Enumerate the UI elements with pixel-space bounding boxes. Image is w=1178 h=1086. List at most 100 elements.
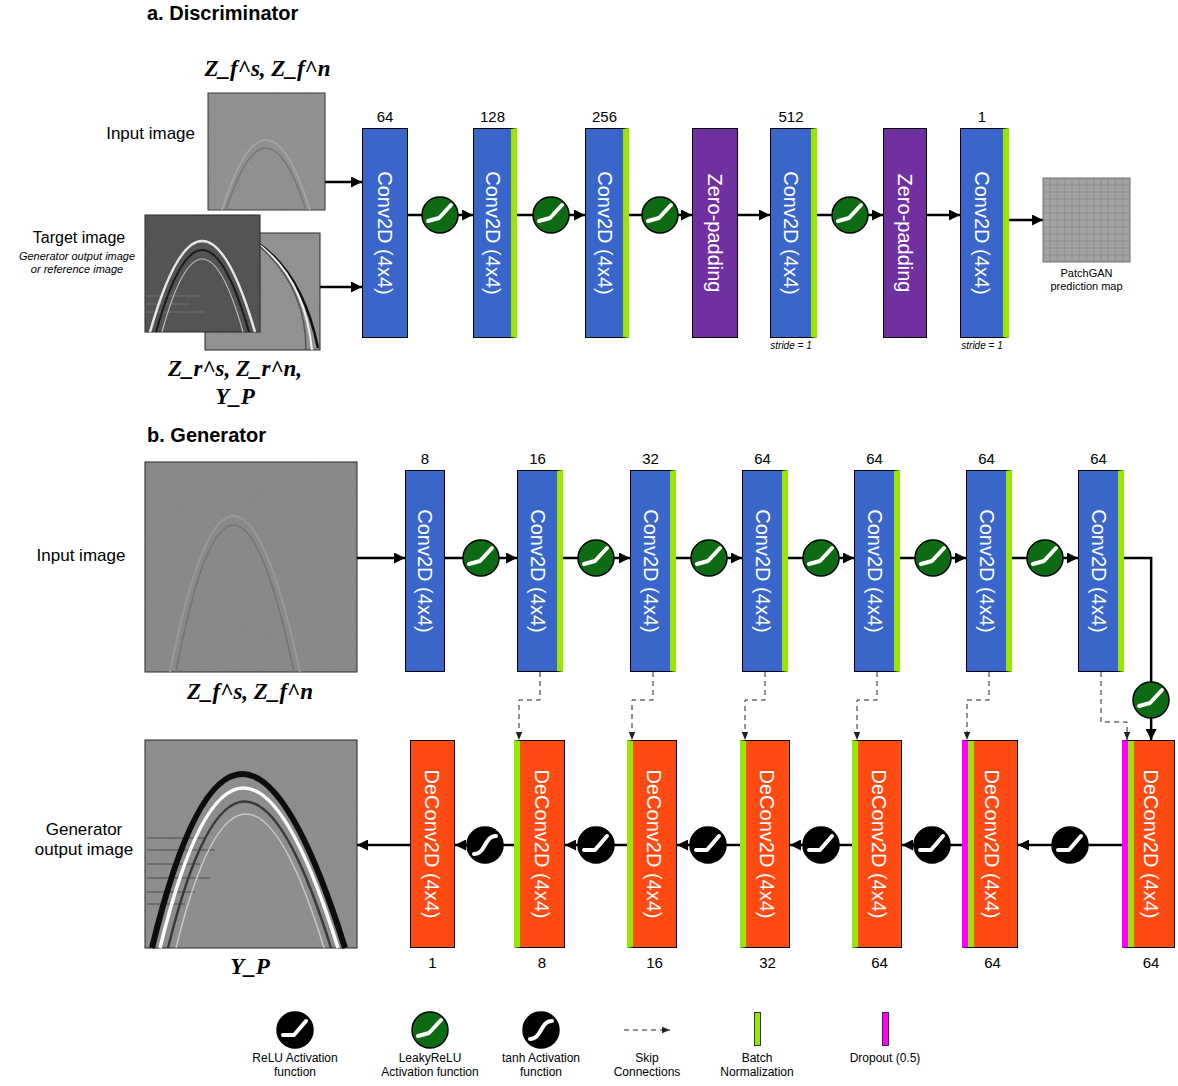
conv-layer-box: 16Conv2D (4x4) [517, 470, 563, 672]
conv-layer-box: 8Conv2D (4x4) [405, 470, 445, 672]
layer-name: Conv2D (4x4) [863, 509, 887, 632]
stride-note: stride = 1 [961, 340, 1002, 352]
relu-symbol [914, 827, 950, 863]
text-slot: stride = 1 [961, 340, 1002, 352]
text-slot: Z_f^s, Z_f^n [160, 678, 340, 706]
leakyrelu-symbol [832, 197, 868, 233]
text-slot: 8 [421, 450, 429, 468]
relu-symbol [690, 827, 726, 863]
text-slot: 512 [778, 108, 803, 126]
layer-name: Conv2D (4x4) [751, 509, 775, 632]
layer-name: Conv2D (4x4) [970, 171, 994, 294]
text-slot: Target image [18, 228, 140, 247]
zero-padding-box: Zero-padding [692, 128, 738, 338]
layer-name: Conv2D (4x4) [593, 171, 617, 294]
text-slot: DeConv2D (4x4) [805, 832, 954, 856]
tanh-symbol [467, 827, 503, 863]
input-image [208, 93, 325, 210]
layer-name: Conv2D (4x4) [526, 509, 550, 632]
patchgan-map [1043, 178, 1130, 262]
conv-layer-box: 128Conv2D (4x4) [473, 128, 517, 338]
channel-count: 16 [529, 450, 546, 468]
reflection-curve [170, 516, 300, 672]
layer-name: Conv2D (4x4) [779, 171, 803, 294]
image-caption: Z_r^s, Z_r^n, Y_P [150, 355, 320, 410]
text-slot: 16 [529, 450, 546, 468]
image-caption: Generator output image or reference imag… [14, 250, 140, 276]
legend-skip-sample [624, 1030, 670, 1031]
text-slot: Input image [70, 124, 195, 144]
text-slot: Conv2D (4x4) [543, 221, 666, 245]
relu-symbol [803, 827, 839, 863]
image-noise [145, 740, 357, 948]
image-noise [208, 93, 325, 210]
text-slot: Zero-padding [656, 221, 775, 245]
channel-count: 64 [984, 954, 1001, 972]
legend-leakyrelu-sample [412, 1012, 448, 1048]
text-slot: Conv2D (4x4) [476, 559, 599, 583]
legend-swatch [754, 1012, 761, 1046]
layer-name: Zero-padding [893, 174, 917, 293]
text-slot: Input image [22, 546, 140, 566]
text-slot: PatchGAN prediction map [1036, 267, 1137, 293]
text-slot: 16 [646, 954, 663, 972]
conv-layer-box: 32Conv2D (4x4) [630, 470, 676, 672]
text-slot: Conv2D (4x4) [589, 559, 712, 583]
section-heading: a. Discriminator [147, 2, 298, 25]
stride-note: stride = 1 [770, 340, 811, 352]
text-slot: Conv2D (4x4) [431, 221, 554, 245]
data-flow-arrow [1009, 219, 1043, 222]
image-caption: PatchGAN prediction map [1036, 267, 1137, 293]
deconv-layer-box: DeConv2D (4x4)64 [852, 740, 902, 948]
leakyrelu-symbol [642, 197, 678, 233]
text-slot: Conv2D (4x4) [701, 559, 824, 583]
reflection-curve [162, 259, 243, 332]
text-slot: 64 [1143, 954, 1160, 972]
image-caption: Y_P [190, 953, 310, 981]
channel-count: 64 [1143, 954, 1160, 972]
text-slot: DeConv2D (4x4) [1077, 832, 1178, 856]
text-slot: 64 [1090, 450, 1107, 468]
text-slot: 128 [480, 108, 505, 126]
reflection-curve [176, 814, 324, 948]
channel-count: 64 [978, 450, 995, 468]
layer-name: Conv2D (4x4) [373, 171, 397, 294]
text-slot: Conv2D (4x4) [920, 221, 1043, 245]
relu-symbol [1052, 827, 1088, 863]
channel-count: 8 [421, 450, 429, 468]
text-slot: Conv2D (4x4) [1037, 559, 1160, 583]
channel-count: 32 [759, 954, 776, 972]
image-caption: Input image [70, 124, 195, 144]
image-panel: Input imageZ_f^s, Z_f^n [145, 462, 357, 672]
channel-count: 64 [1090, 450, 1107, 468]
layer-name: Conv2D (4x4) [975, 509, 999, 632]
text-slot: 64 [377, 108, 394, 126]
data-flow-arrow [357, 844, 410, 847]
conv-layer-box: 64Conv2D (4x4) [966, 470, 1012, 672]
text-slot: DeConv2D (4x4) [580, 832, 729, 856]
legend-item: tanh Activation function [485, 1051, 597, 1080]
text-slot: 64 [871, 954, 888, 972]
channel-count: 16 [646, 954, 663, 972]
text-slot: 32 [642, 450, 659, 468]
text-slot: DeConv2D (4x4) [693, 832, 842, 856]
channel-count: 64 [377, 108, 394, 126]
text-slot: Conv2D (4x4) [729, 221, 852, 245]
layer-name: Conv2D (4x4) [481, 171, 505, 294]
data-flow-arrow [927, 214, 960, 217]
layer-name: Conv2D (4x4) [413, 509, 437, 632]
text-slot: Conv2D (4x4) [925, 559, 1048, 583]
reflection-curve [168, 802, 331, 949]
leakyrelu-symbol [533, 197, 569, 233]
zero-padding-box: Zero-padding [883, 128, 927, 338]
conv-layer-box: 256Conv2D (4x4) [585, 128, 629, 338]
deconv-layer-box: DeConv2D (4x4)64 [1122, 740, 1175, 948]
layer-name: DeConv2D (4x4) [421, 770, 445, 919]
section-heading: b. Generator [147, 424, 266, 447]
channel-count: 64 [866, 450, 883, 468]
conv-layer-box: 512Conv2D (4x4)stride = 1 [770, 128, 817, 338]
layer-name: Conv2D (4x4) [639, 509, 663, 632]
text-slot: Conv2D (4x4) [813, 559, 936, 583]
text-slot: 32 [759, 954, 776, 972]
